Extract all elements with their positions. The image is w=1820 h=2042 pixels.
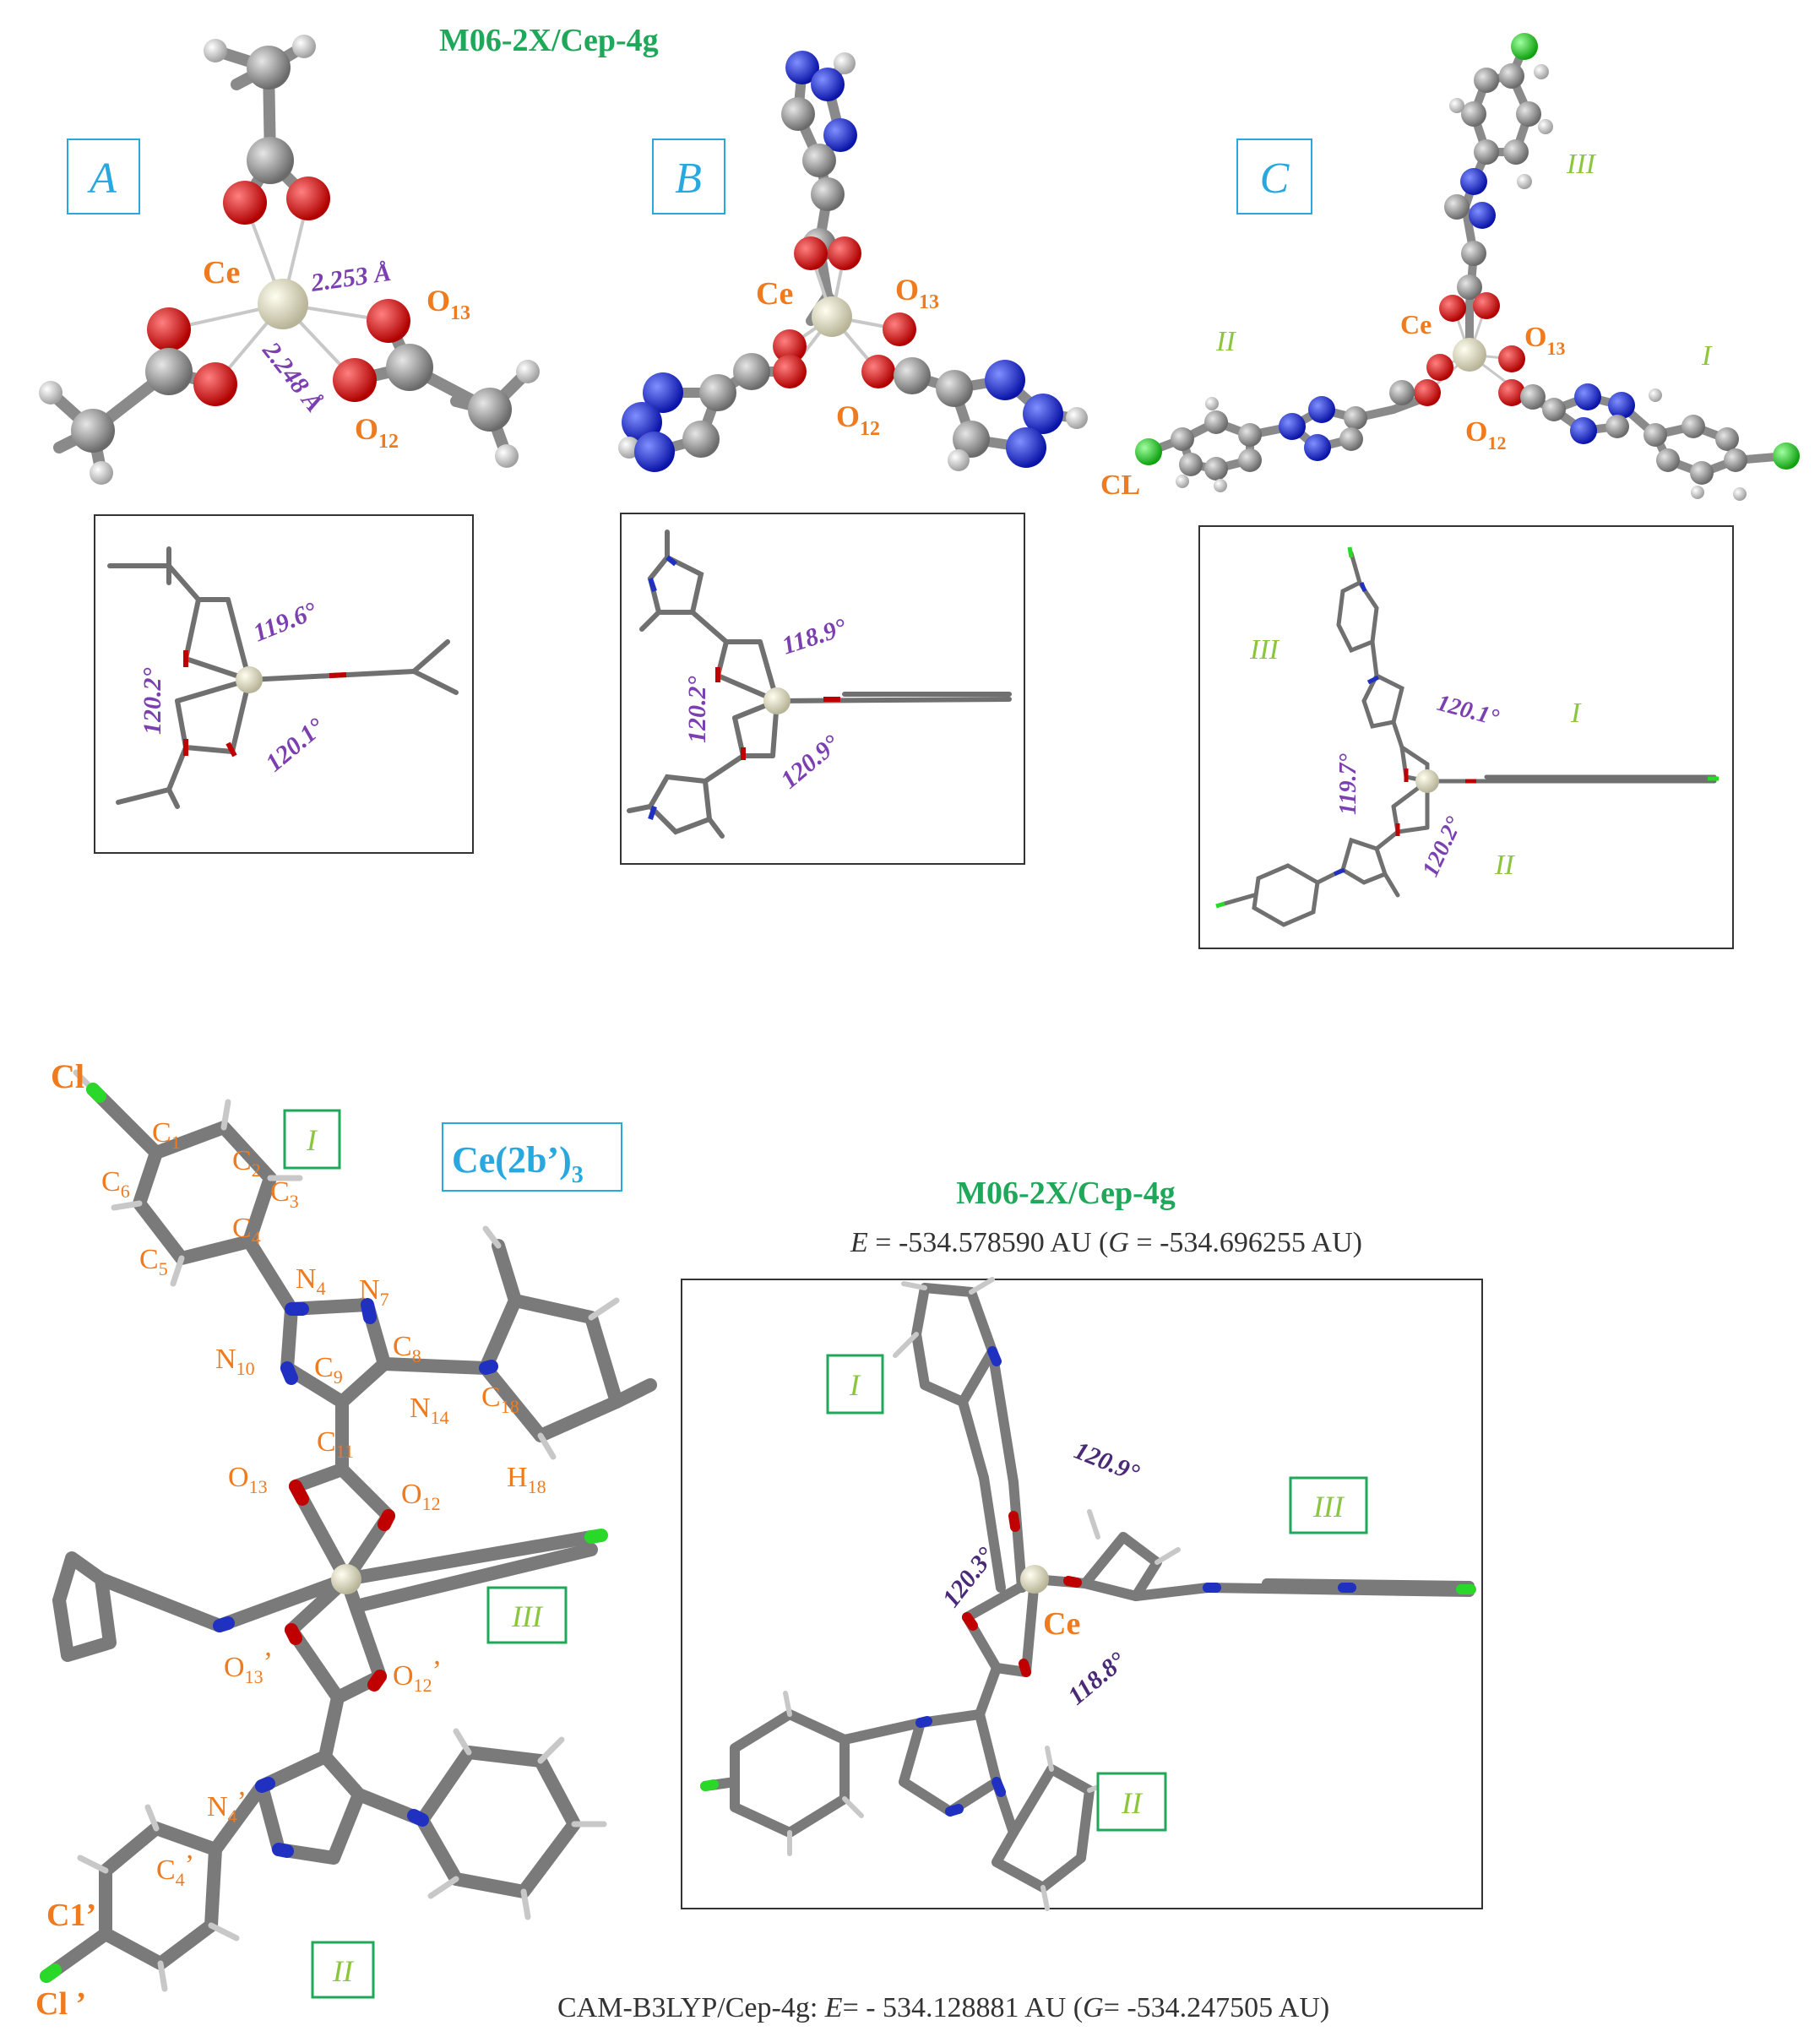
top-method-label: M06-2X/Cep-4g — [439, 23, 659, 58]
cam-b3lyp-line: CAM-B3LYP/Cep-4g: E= - 534.128881 AU (G=… — [557, 1992, 1329, 2023]
atom-label-o12: O12 — [401, 1479, 441, 1514]
atom-label-c3: C3 — [270, 1176, 299, 1212]
atom-label-o13-prime: O13’ — [224, 1647, 273, 1687]
panel-b-inset — [620, 513, 1025, 865]
right-angle-3: 118.8° — [1062, 1647, 1131, 1710]
bottom-method-label: M06-2X/Cep-4g — [956, 1176, 1176, 1211]
ce2b3-molecule — [40, 1083, 657, 1983]
panel-c-ligand-iii: III — [1566, 149, 1597, 180]
atom-label-n4-prime: N4’ — [207, 1786, 247, 1827]
right-ce-label: Ce — [1043, 1606, 1080, 1642]
atom-label-c6: C6 — [101, 1166, 130, 1202]
panel-c-angle-2: 119.7° — [1335, 753, 1361, 815]
panel-b-o12-label: O12 — [836, 399, 880, 440]
panel-c: C — [1100, 33, 1800, 949]
panel-b-ce-label: Ce — [756, 276, 793, 312]
panel-a-label: A — [87, 155, 117, 203]
atom-label-c18: C18 — [481, 1382, 519, 1417]
atom-label-c2: C2 — [232, 1145, 261, 1181]
atom-label-c8: C8 — [393, 1331, 421, 1366]
ligand-box-iii — [486, 1586, 568, 1644]
atom-label-o12-prime: O12’ — [393, 1655, 442, 1696]
atom-label-c1: C1 — [152, 1117, 181, 1153]
panel-c-inset — [1198, 525, 1734, 949]
panel-b-o13-label: O13 — [895, 273, 939, 313]
panel-a-angle-2: 120.2° — [139, 668, 166, 736]
panel-c-ligand-i: I — [1701, 340, 1713, 372]
inset-c-molecule — [1222, 551, 1717, 927]
panel-c-o13-label: O13 — [1524, 322, 1565, 359]
right-ligand-label-i: I — [849, 1368, 861, 1402]
panel-b-angle-3: 120.9° — [775, 730, 845, 794]
panel-c-box-ligand-iii: III — [1249, 634, 1280, 665]
compound-name: Ce(2b’)3 — [452, 1139, 584, 1188]
panel-b-angle-1: 118.9° — [779, 613, 850, 660]
panel-c-ligand-ii: II — [1215, 326, 1236, 357]
panel-c-ce-label: Ce — [1400, 309, 1432, 339]
ligand-label-iii: III — [511, 1599, 544, 1633]
atom-label-c1-prime: C1’ — [46, 1898, 96, 1933]
molecule-c — [1135, 33, 1800, 501]
atom-label-n14: N14 — [410, 1393, 449, 1428]
panel-c-angle-3: 120.2° — [1417, 813, 1467, 881]
ligand-box-ii — [311, 1941, 375, 1999]
panel-b-label: B — [675, 155, 702, 203]
panel-a-o12-label: O12 — [355, 412, 399, 453]
molecule-a — [39, 35, 540, 485]
panel-b-label-box — [652, 138, 725, 215]
right-ligand-label-iii: III — [1312, 1490, 1345, 1523]
atom-label-c5: C5 — [139, 1244, 168, 1279]
atom-label-n10: N10 — [215, 1344, 255, 1379]
panel-c-box-ligand-ii: II — [1494, 850, 1515, 881]
bottom-left-structure: Cl C1 C2 C3 C6 C4 C5 N4 N7 C8 N10 C9 N14… — [35, 1057, 657, 2022]
right-ligand-label-ii: II — [1121, 1786, 1144, 1820]
compound-name-box — [442, 1122, 622, 1192]
ligand-label-i: I — [306, 1123, 318, 1157]
atom-label-c9: C9 — [314, 1352, 343, 1388]
right-ligand-box-iii — [1289, 1476, 1368, 1534]
atom-label-n4: N4 — [296, 1263, 326, 1299]
panel-a-bond-2: 2.248 Å — [257, 336, 329, 417]
panel-a-bond-1: 2.253 Å — [308, 258, 393, 297]
right-angle-1: 120.9° — [1070, 1436, 1143, 1487]
molecule-b — [618, 51, 1088, 472]
panel-a-ce-label: Ce — [203, 255, 240, 291]
right-panel-frame — [681, 1279, 1483, 1909]
panel-c-o12-label: O12 — [1465, 416, 1506, 453]
bottom-right: M06-2X/Cep-4g E = -534.578590 AU (G = -5… — [557, 1176, 1483, 2023]
ligand-label-ii: II — [332, 1954, 355, 1988]
panel-a-label-box — [67, 138, 140, 215]
atom-label-cl: Cl — [51, 1057, 84, 1095]
atom-label-cl-prime: Cl ’ — [35, 1986, 86, 2022]
atom-label-c4: C4 — [232, 1213, 261, 1248]
panel-c-label: C — [1260, 155, 1290, 203]
panel-b: B — [618, 51, 1088, 865]
panel-a-o13-label: O13 — [426, 284, 470, 324]
panel-a-angle-3: 120.1° — [260, 713, 329, 777]
energy-line: E = -534.578590 AU (G = -534.696255 AU) — [850, 1227, 1362, 1258]
panel-a-inset — [94, 514, 474, 854]
panel-c-angle-1: 120.1° — [1434, 690, 1502, 731]
atom-label-n7: N7 — [359, 1274, 389, 1310]
right-ligand-box-i — [826, 1354, 884, 1415]
atom-label-o13: O13 — [228, 1462, 268, 1497]
panel-a-angle-1: 119.6° — [249, 597, 321, 648]
panel-c-label-box — [1236, 138, 1312, 215]
panel-b-angle-2: 120.2° — [683, 676, 711, 744]
atom-label-h18: H18 — [507, 1462, 546, 1497]
panel-c-cl-label: CL — [1100, 470, 1140, 501]
panel-c-box-ligand-i: I — [1570, 698, 1582, 729]
atom-label-c11: C11 — [317, 1426, 354, 1462]
panel-a: A — [39, 35, 540, 854]
atom-label-c4-prime: C4’ — [156, 1849, 194, 1890]
right-ligand-box-ii — [1096, 1772, 1167, 1832]
ligand-box-i — [283, 1109, 341, 1170]
